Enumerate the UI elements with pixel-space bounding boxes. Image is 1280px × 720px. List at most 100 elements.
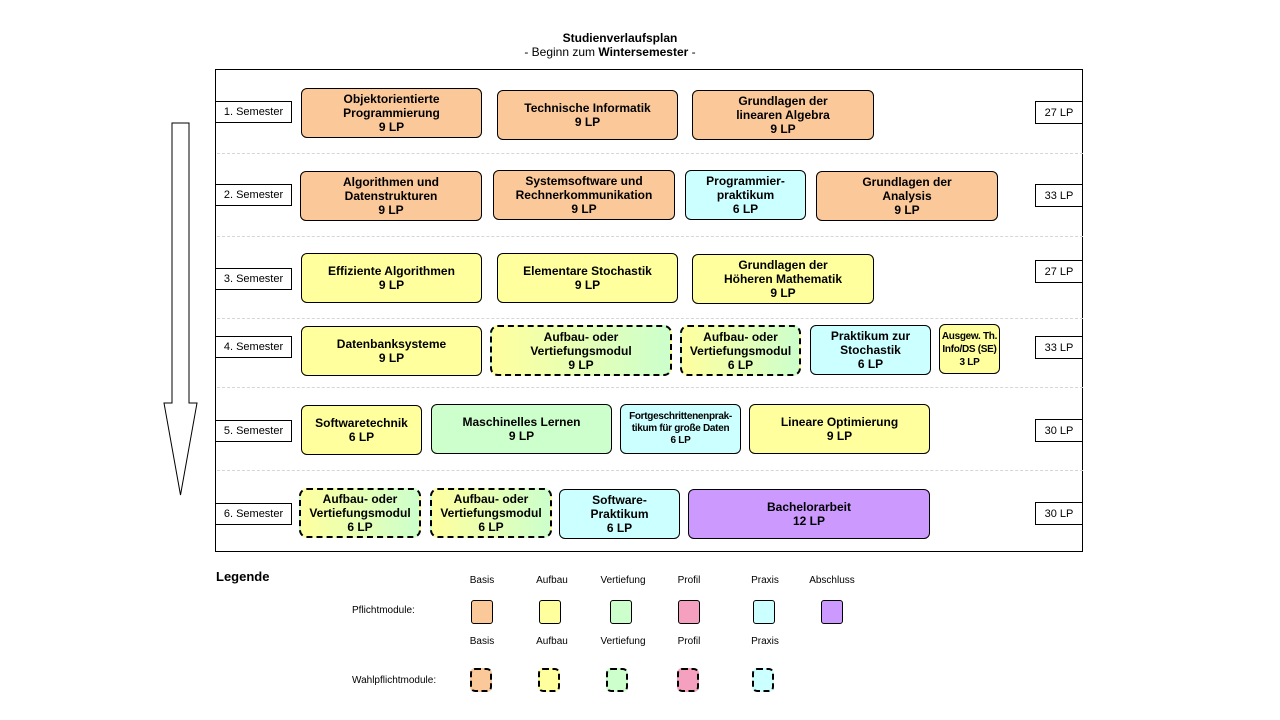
module-credits: 6 LP xyxy=(670,435,691,446)
row-separator xyxy=(217,153,1083,154)
module-credits: 6 LP xyxy=(606,521,633,535)
row-separator xyxy=(217,318,1083,319)
module-line: tikum für große Daten xyxy=(631,423,730,434)
module-line: Lineare Optimierung xyxy=(780,415,899,429)
legend-category-label: Basis xyxy=(469,575,495,586)
legend-category-label: Basis xyxy=(469,636,495,647)
legend-category-label: Aufbau xyxy=(536,575,568,586)
subtitle-semester: Wintersemester xyxy=(598,45,689,59)
module-line: Ausgew. Th. xyxy=(941,330,998,342)
module-line: Effiziente Algorithmen xyxy=(328,264,455,278)
module-box: Grundlagen der Analysis 9 LP xyxy=(816,171,998,221)
row-separator xyxy=(217,236,1083,237)
semester-label: 2. Semester xyxy=(215,184,292,206)
semester-credits: 33 LP xyxy=(1035,184,1083,207)
module-credits: 6 LP xyxy=(478,520,504,534)
module-line: Programmier- xyxy=(706,174,785,188)
module-credits: 9 LP xyxy=(378,203,404,217)
semester-label: 5. Semester xyxy=(215,420,292,442)
module-credits: 9 LP xyxy=(508,429,535,443)
elective-module-box: Aufbau- oder Vertiefungsmodul 6 LP xyxy=(430,488,552,538)
module-credits: 9 LP xyxy=(574,278,601,292)
module-box: Datenbanksysteme 9 LP xyxy=(301,326,482,376)
subtitle-suffix: - xyxy=(688,45,696,59)
module-credits: 6 LP xyxy=(347,520,373,534)
module-line: Algorithmen und xyxy=(343,175,439,189)
module-line: Software- xyxy=(592,493,647,507)
module-line: linearen Algebra xyxy=(736,108,830,122)
module-line: Datenstrukturen xyxy=(344,189,438,203)
module-line: Höheren Mathematik xyxy=(723,272,843,286)
module-line: Praktikum xyxy=(590,507,649,521)
legend-category-label: Praxis xyxy=(751,575,779,586)
module-box: Praktikum zur Stochastik 6 LP xyxy=(810,325,931,375)
legend-title: Legende xyxy=(216,569,270,584)
module-box: Elementare Stochastik 9 LP xyxy=(497,253,678,303)
module-box: Maschinelles Lernen 9 LP xyxy=(431,404,612,454)
module-credits: 9 LP xyxy=(894,203,920,217)
module-line: Stochastik xyxy=(840,343,901,357)
semester-credits: 30 LP xyxy=(1035,502,1083,525)
module-line: Bachelorarbeit xyxy=(766,500,852,514)
module-box: Objektorientierte Programmierung 9 LP xyxy=(301,88,482,138)
module-line: Maschinelles Lernen xyxy=(462,415,581,429)
legend-category-label: Profil xyxy=(677,636,701,647)
module-line: Vertiefungsmodul xyxy=(309,506,411,520)
legend-swatch-basis xyxy=(471,600,493,624)
legend-category-label: Praxis xyxy=(751,636,779,647)
module-line: Rechnerkommunikation xyxy=(515,188,653,202)
legend-swatch-profil xyxy=(678,600,700,624)
module-credits: 9 LP xyxy=(770,122,796,136)
legend-swatch-profil-elective xyxy=(677,668,699,692)
module-line: Aufbau- oder xyxy=(543,329,619,344)
legend-pflicht-label: Pflichtmodule: xyxy=(352,605,415,616)
module-line: Fortgeschrittenenprak- xyxy=(629,411,732,422)
module-credits: 12 LP xyxy=(792,514,825,528)
module-credits: 9 LP xyxy=(568,357,594,372)
module-credits: 9 LP xyxy=(574,115,601,129)
module-line: Softwaretechnik xyxy=(315,416,408,430)
module-credits: 9 LP xyxy=(378,278,405,292)
module-credits: 9 LP xyxy=(378,351,405,365)
module-line: Praktikum zur xyxy=(830,329,911,343)
module-line: Objektorientierte xyxy=(343,92,440,106)
legend-category-label: Profil xyxy=(677,575,701,586)
legend-swatch-praxis xyxy=(753,600,775,624)
elective-module-box: Aufbau- oder Vertiefungsmodul 6 LP xyxy=(680,325,801,376)
module-box: Algorithmen und Datenstrukturen 9 LP xyxy=(300,171,482,221)
module-line: Programmierung xyxy=(343,106,440,120)
module-credits: 9 LP xyxy=(571,202,597,216)
module-credits: 9 LP xyxy=(826,429,853,443)
semester-credits: 30 LP xyxy=(1035,419,1083,442)
module-credits: 6 LP xyxy=(727,357,754,372)
module-box: Lineare Optimierung 9 LP xyxy=(749,404,930,454)
semester-label: 3. Semester xyxy=(215,268,292,290)
down-arrow-icon xyxy=(163,122,198,496)
legend-swatch-vertiefung-elective xyxy=(606,668,628,692)
module-line: Info/DS (SE) xyxy=(942,343,997,355)
module-line: Aufbau- oder xyxy=(703,329,778,344)
plan-frame xyxy=(215,69,1083,552)
module-box: Softwaretechnik 6 LP xyxy=(301,405,422,455)
module-box: Software- Praktikum 6 LP xyxy=(559,489,680,539)
legend-category-label: Aufbau xyxy=(536,636,568,647)
row-separator xyxy=(217,387,1083,388)
semester-label: 1. Semester xyxy=(215,101,292,123)
semester-credits: 27 LP xyxy=(1035,101,1083,124)
module-line: Technische Informatik xyxy=(524,101,651,115)
legend-wahlpflicht-label: Wahlpflichtmodule: xyxy=(352,675,437,686)
module-credits: 6 LP xyxy=(348,430,375,444)
module-credits: 9 LP xyxy=(770,286,796,300)
module-box: Programmier- praktikum 6 LP xyxy=(685,170,806,220)
module-box: Bachelorarbeit 12 LP xyxy=(688,489,930,539)
module-line: Vertiefungsmodul xyxy=(689,343,792,358)
module-credits: 6 LP xyxy=(732,202,759,216)
module-credits: 9 LP xyxy=(378,120,405,134)
row-separator xyxy=(217,470,1083,471)
module-line: Datenbanksysteme xyxy=(336,337,447,351)
module-line: Aufbau- oder xyxy=(453,492,529,506)
module-line: Vertiefungsmodul xyxy=(440,506,542,520)
page-subtitle: - Beginn zum Wintersemester - xyxy=(0,45,1220,59)
module-line: Grundlagen der xyxy=(738,258,828,272)
module-line: Vertiefungsmodul xyxy=(530,343,632,358)
